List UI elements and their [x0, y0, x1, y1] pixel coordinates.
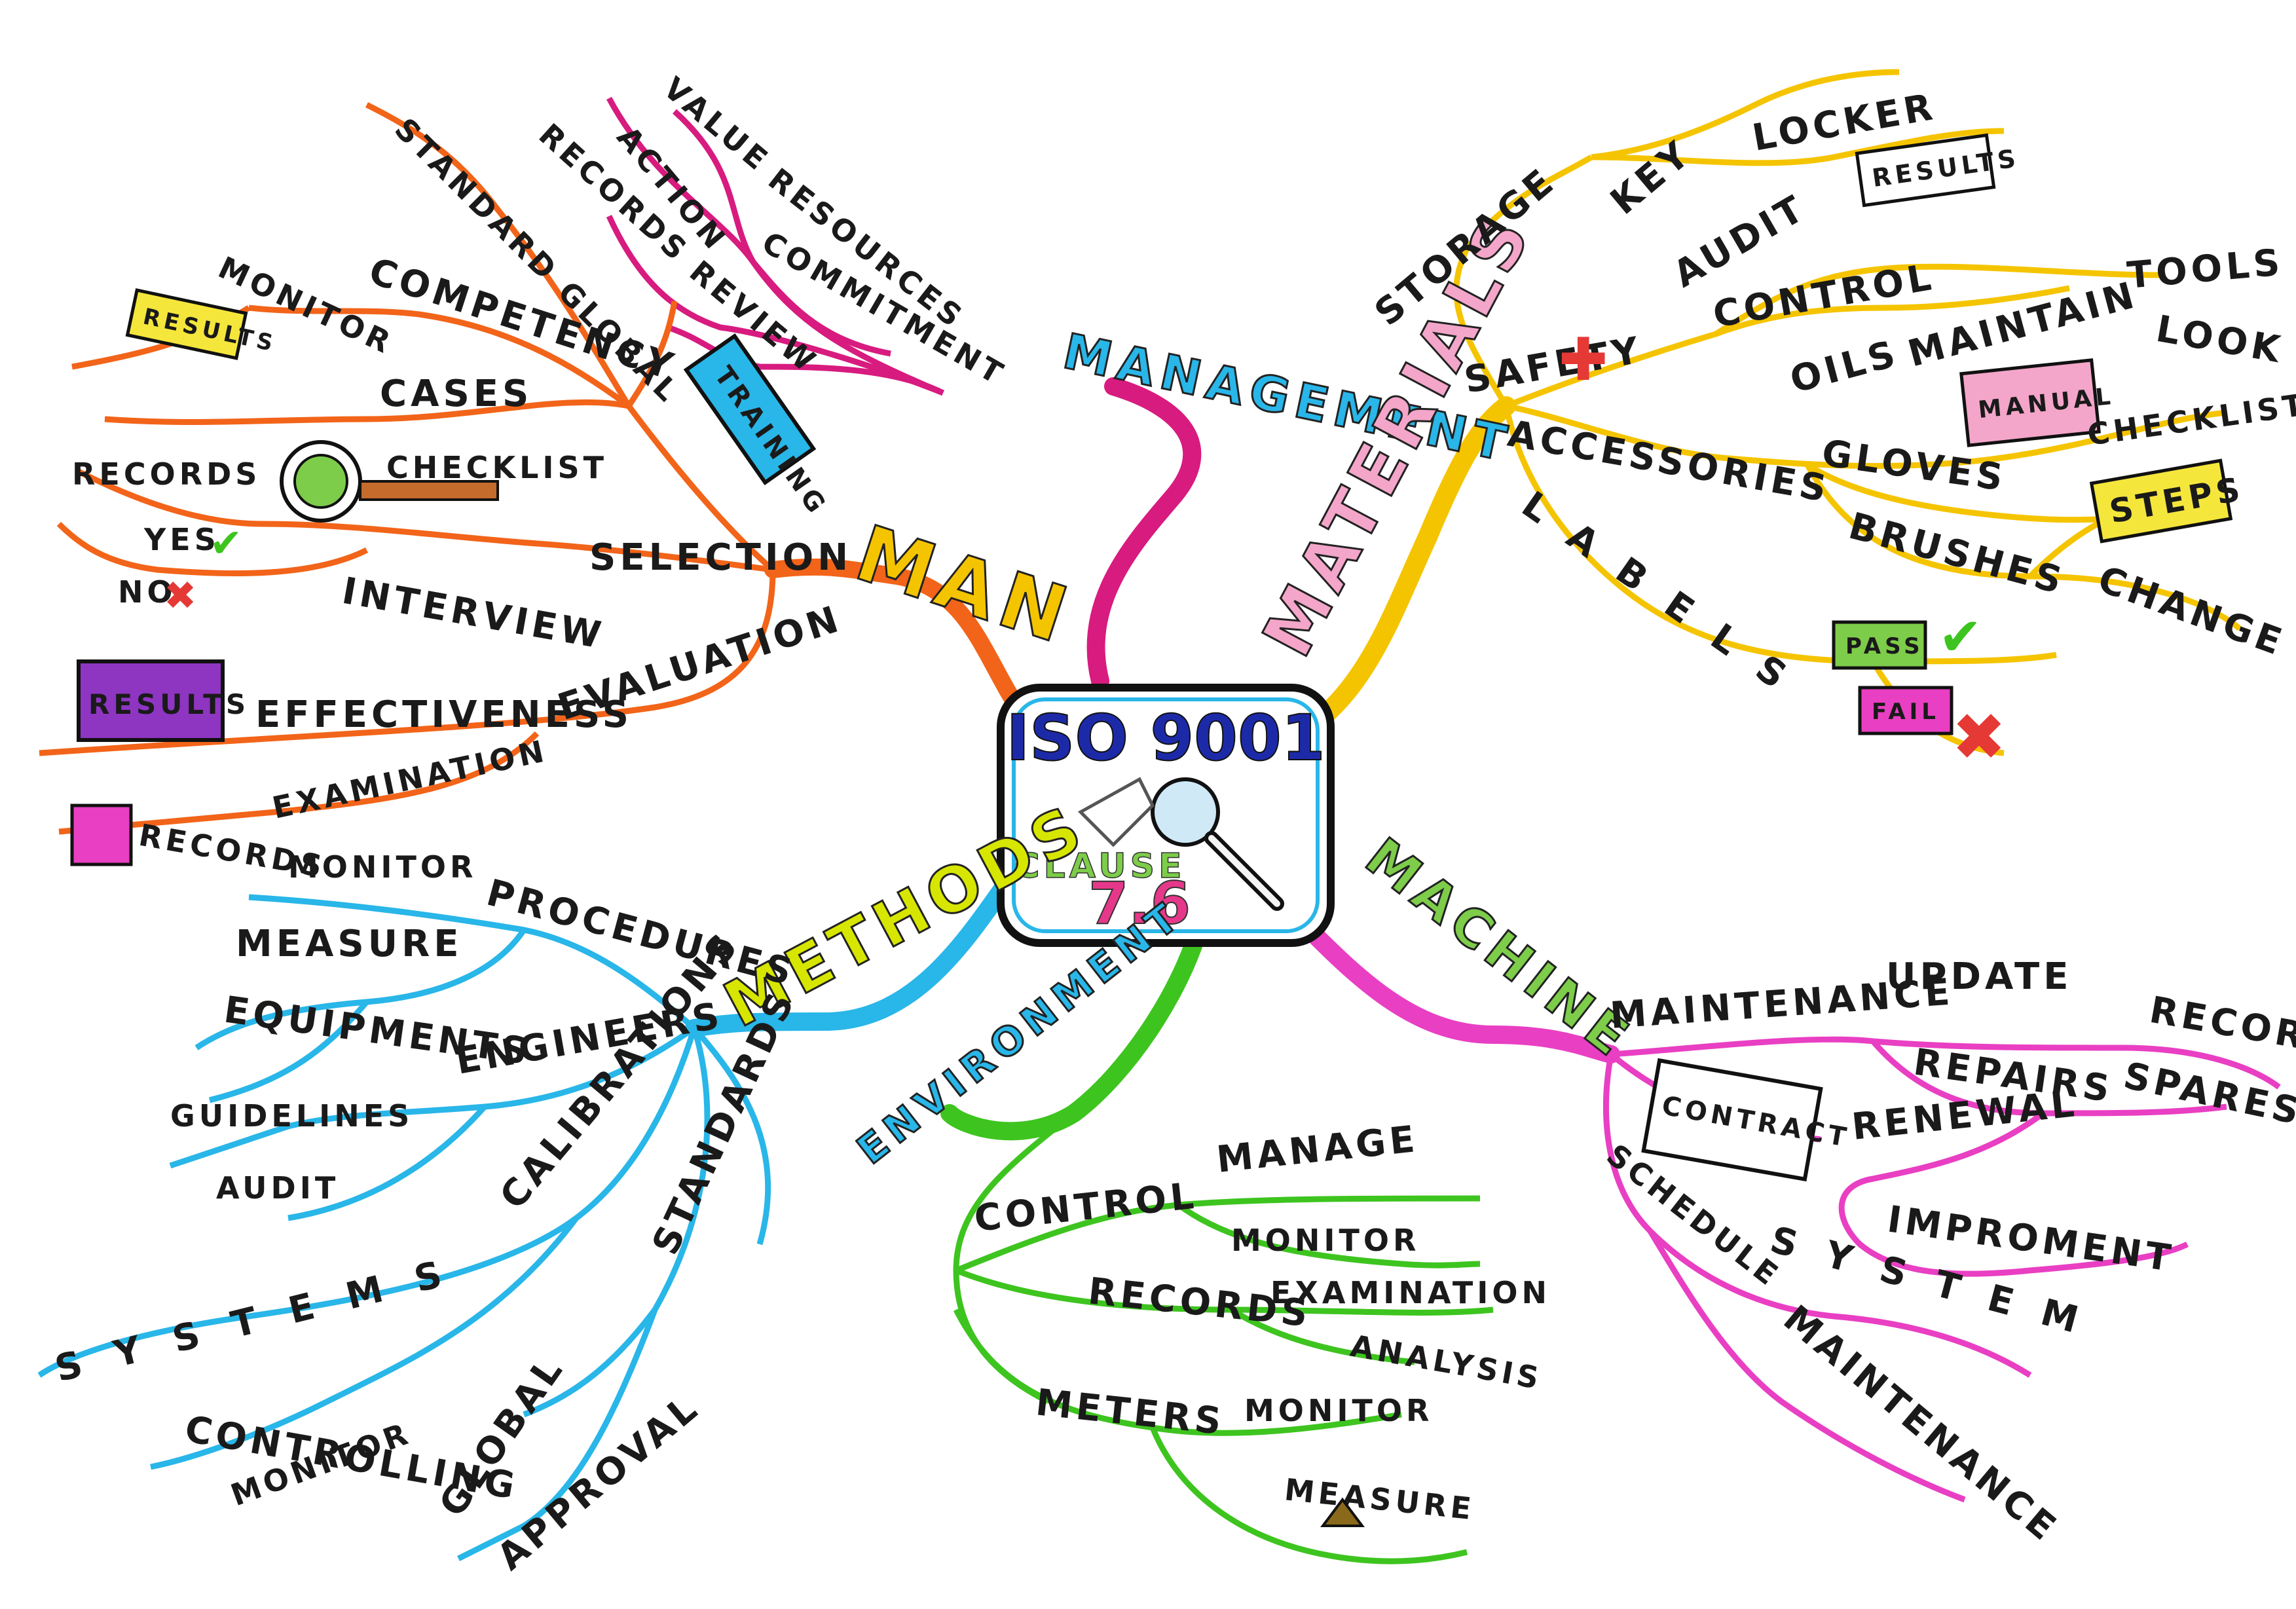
mat-change: CHANGE — [2092, 558, 2291, 665]
trunks — [685, 377, 1620, 1141]
mach-spares: SPARES — [2120, 1054, 2296, 1134]
meth-audit: AUDIT — [216, 1170, 339, 1206]
env-measure: MEASURE — [1283, 1471, 1477, 1526]
clause-label: CLAUSE — [1014, 847, 1185, 886]
mach-update: UPDATE — [1886, 955, 2072, 998]
central-title: ISO 9001 — [1006, 701, 1325, 775]
man-cases: CASES — [380, 373, 532, 415]
plus-icon: ✚ — [1559, 325, 1612, 394]
magnifier-icon — [1077, 777, 1284, 911]
environment-branches — [953, 1111, 1494, 1564]
manual-book: MANUAL — [1959, 358, 2116, 447]
env-monitor-2: MONITOR — [1244, 1393, 1433, 1428]
scale-icon — [1320, 1497, 1365, 1527]
methods-branches — [37, 894, 771, 1562]
mat-tools: TOOLS — [2126, 241, 2286, 297]
man-checklist: CHECKLIST — [386, 450, 608, 485]
env-manage: MANAGE — [1215, 1118, 1421, 1181]
results-box: RESULTS — [77, 659, 250, 742]
man-interview: INTERVIEW — [339, 570, 608, 657]
pass-check-icon: ✔ — [1938, 606, 1986, 667]
steps-badge: STEPS — [2089, 458, 2247, 544]
check-icon: ✔ — [210, 521, 246, 566]
mat-checklist: CHECKLIST — [2085, 386, 2296, 453]
results-badge: RESULTS — [125, 288, 279, 360]
pass-badge: PASS — [1832, 620, 1927, 670]
mat-control: CONTROL — [1710, 255, 1938, 336]
cross-icon: ✖ — [164, 573, 200, 619]
checklist-icon — [280, 440, 499, 523]
contract-doc: CONTRACT — [1641, 1058, 1852, 1182]
env-control: CONTROL — [972, 1175, 1200, 1240]
mat-labels: LABELS — [1514, 483, 1820, 715]
fail-cross-icon: ✖ — [1952, 699, 2010, 775]
fail-badge: FAIL — [1858, 686, 1953, 735]
man-selection: SELECTION — [589, 536, 852, 579]
man-results-2: RESULTS — [88, 688, 250, 720]
meth-measure: MEASURE — [236, 923, 463, 965]
meth-guidelines: GUIDELINES — [170, 1098, 413, 1134]
env-analysis: ANALYSIS — [1348, 1328, 1545, 1397]
mat-pass: PASS — [1845, 633, 1924, 659]
mat-maintain: MAINTAIN — [1904, 274, 2142, 376]
mat-fail: FAIL — [1872, 699, 1940, 725]
hub-man: MAN — [845, 508, 1084, 662]
man-no: NO — [118, 574, 177, 610]
meth-monitor-1: MONITOR — [288, 849, 477, 885]
env-meters: METERS — [1034, 1381, 1227, 1443]
mach-renewal: RENEWAL — [1850, 1082, 2081, 1149]
env-monitor-1: MONITOR — [1231, 1223, 1420, 1258]
man-yes: YES — [143, 522, 220, 557]
man-effectiveness: EFFECTIVENESS — [255, 694, 633, 736]
env-examination: EXAMINATION — [1270, 1275, 1551, 1310]
clause-number: 7.6 — [1088, 870, 1191, 937]
man-records-1: RECORDS — [72, 456, 261, 492]
central-node: ISO 9001 CLAUSE 7.6 — [997, 684, 1335, 947]
management-branches — [606, 96, 945, 396]
meth-systems: SYSTEMS — [51, 1245, 479, 1390]
mat-look: LOOK — [2153, 308, 2287, 372]
records-book — [70, 804, 133, 866]
man-examination: EXAMINATION — [269, 733, 551, 826]
man-branches — [39, 102, 776, 835]
mat-oils: OILS — [1786, 332, 1904, 401]
